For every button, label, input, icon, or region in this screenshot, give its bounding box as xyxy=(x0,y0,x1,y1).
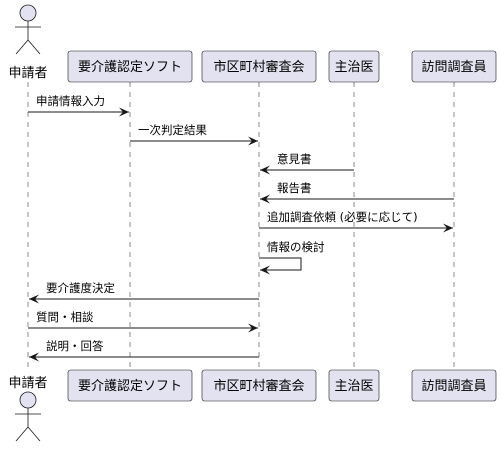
message-9: 説明・回答 xyxy=(29,339,259,362)
actor-icon xyxy=(15,4,41,55)
actor-head xyxy=(19,391,37,409)
participant-box xyxy=(328,369,380,402)
message-label: 一次判定結果 xyxy=(138,123,207,137)
participant-box xyxy=(411,369,497,402)
arrowhead xyxy=(29,352,39,362)
message-label: 意見書 xyxy=(277,152,312,166)
participant-label: 主治医 xyxy=(334,60,373,75)
participant-label: 市区町村審査会 xyxy=(213,59,304,75)
participant-label: 主治医 xyxy=(334,379,373,394)
message-6: 情報の検討 xyxy=(259,240,325,275)
participant-label: 訪問調査員 xyxy=(421,59,486,75)
arrowhead xyxy=(119,107,129,117)
arrowhead xyxy=(260,265,270,275)
arrowhead xyxy=(29,294,39,304)
message-1: 申請情報入力 xyxy=(28,94,129,117)
participant-box xyxy=(201,369,317,402)
participant-box xyxy=(67,50,193,83)
actor-head xyxy=(19,4,37,22)
participant-doctor-top: 主治医 xyxy=(328,50,380,83)
message-4: 報告書 xyxy=(260,181,454,204)
arrowhead xyxy=(260,194,270,204)
message-5: 追加調査依頼 (必要に応じて) xyxy=(259,210,453,233)
participant-software-top: 要介護認定ソフト xyxy=(67,50,193,83)
participant-committee-bottom: 市区町村審査会 xyxy=(201,369,317,402)
participant-label: 市区町村審査会 xyxy=(213,378,304,394)
participant-label: 要介護認定ソフト xyxy=(78,59,182,75)
message-line xyxy=(259,257,302,271)
participants-bottom: 申請者 要介護認定ソフト 市区町村審査会 主治医 訪問調査員 xyxy=(8,369,497,442)
participant-box xyxy=(201,50,317,83)
message-label: 質問・相談 xyxy=(36,310,94,324)
message-label: 説明・回答 xyxy=(46,339,104,353)
participant-committee-top: 市区町村審査会 xyxy=(201,50,317,83)
participant-software-bottom: 要介護認定ソフト xyxy=(67,369,193,402)
arrowhead xyxy=(248,136,258,146)
actor-icon xyxy=(15,391,41,442)
participant-box xyxy=(67,369,193,402)
participant-label: 訪問調査員 xyxy=(421,378,486,394)
message-8: 質問・相談 xyxy=(28,310,258,333)
message-label: 申請情報入力 xyxy=(36,94,105,108)
participant-label: 申請者 xyxy=(8,66,47,81)
participant-investigator-bottom: 訪問調査員 xyxy=(411,369,497,402)
participant-box xyxy=(411,50,497,83)
participant-investigator-top: 訪問調査員 xyxy=(411,50,497,83)
message-label: 要介護度決定 xyxy=(46,281,115,295)
message-label: 情報の検討 xyxy=(267,240,325,254)
participant-box xyxy=(328,50,380,83)
message-label: 追加調査依頼 (必要に応じて) xyxy=(267,210,418,224)
arrowhead xyxy=(248,323,258,333)
message-3: 意見書 xyxy=(260,152,354,175)
lifelines xyxy=(27,82,455,370)
participants-top: 申請者 要介護認定ソフト 市区町村審査会 主治医 訪問調査員 xyxy=(8,4,497,83)
participant-applicant-top: 申請者 xyxy=(8,4,48,81)
arrowhead xyxy=(443,223,453,233)
participant-label: 申請者 xyxy=(8,376,47,391)
message-label: 報告書 xyxy=(277,181,312,195)
participant-doctor-bottom: 主治医 xyxy=(328,369,380,402)
participant-applicant-bottom: 申請者 xyxy=(8,376,48,442)
message-2: 一次判定結果 xyxy=(130,123,258,146)
participant-label: 要介護認定ソフト xyxy=(78,378,182,394)
message-7: 要介護度決定 xyxy=(29,281,259,304)
arrowhead xyxy=(260,165,270,175)
